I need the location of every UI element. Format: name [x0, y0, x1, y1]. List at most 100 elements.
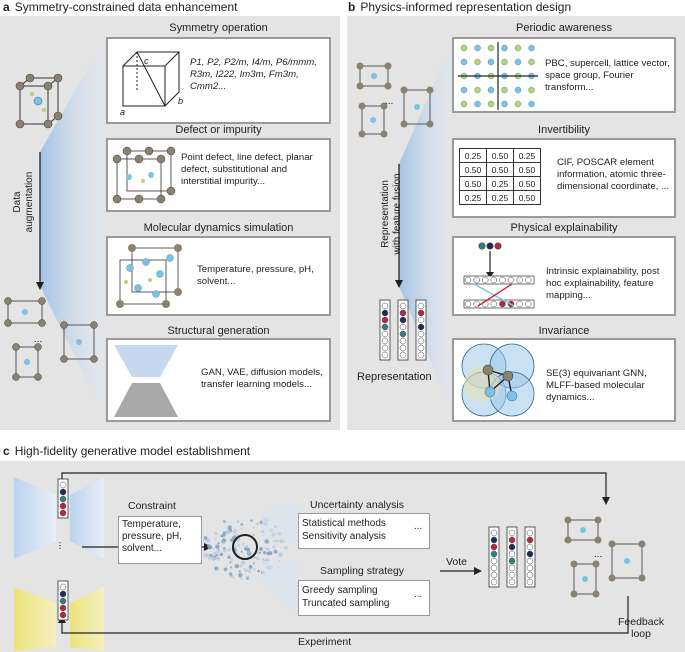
generative-model-icon [114, 345, 178, 417]
input-crystals-icon [356, 62, 434, 138]
sample-point [220, 534, 223, 538]
vector-node [59, 604, 67, 612]
sample-point [284, 545, 288, 550]
vector-node [417, 316, 425, 324]
sample-point [214, 537, 217, 540]
vector-node [59, 502, 67, 510]
panel-b-title: Physics-informed representation design [360, 0, 572, 14]
lattice-atom [460, 44, 468, 52]
explainability-network-icon [463, 242, 535, 309]
card-molecular-dynamics [106, 236, 331, 316]
vector-node [417, 344, 425, 352]
sample-point [272, 545, 276, 549]
panel-c-background [0, 461, 685, 652]
vector-node [490, 536, 498, 544]
panel-a-funnel [36, 40, 104, 414]
sample-point [273, 549, 278, 554]
sample-point [264, 547, 267, 550]
coordinates-cell: 0.50 [513, 162, 541, 177]
vector-node [399, 302, 407, 310]
card-defect-impurity [106, 138, 331, 212]
lattice-atom [487, 100, 495, 108]
card-defect-title: Defect or impurity [175, 124, 262, 136]
nn-node [524, 300, 532, 308]
vector-node [417, 323, 425, 331]
card-explainability-title: Physical explainability [510, 222, 618, 234]
lattice-atom [528, 58, 535, 66]
vector-node [59, 495, 67, 503]
sample-point [206, 537, 211, 543]
sample-point [229, 566, 233, 569]
card-invariance-text: SE(3) equivariant GNN, MLFF-based molecu… [546, 368, 647, 403]
vector-node [490, 557, 498, 565]
vector-node [381, 323, 389, 331]
card-generation-text: GAN, VAE, diffusion models, transfer lea… [201, 367, 323, 390]
vector-node [399, 337, 407, 345]
sample-point [251, 533, 255, 537]
card-md-title: Molecular dynamics simulation [143, 222, 294, 234]
defect-crystal-icon [112, 146, 176, 204]
sample-point [240, 550, 243, 553]
sample-point [203, 552, 208, 558]
vector-node [526, 571, 534, 579]
lattice-atom [528, 100, 535, 108]
nn-node [464, 300, 472, 308]
sample-point [253, 556, 257, 560]
lattice-atom [460, 86, 468, 94]
nn-node [490, 300, 498, 308]
card-symmetry-title: Symmetry operation [169, 22, 268, 34]
nn-node [499, 300, 506, 308]
sample-point [222, 548, 227, 553]
lattice-atom [474, 58, 481, 66]
sample-point [211, 556, 216, 561]
sample-point [242, 542, 245, 545]
panel-c-funnel-ellipsis: ... [56, 541, 68, 550]
sample-point [234, 563, 240, 569]
sample-point [257, 569, 260, 573]
vector-node [526, 529, 534, 537]
sample-point [262, 551, 267, 555]
lattice-atom [528, 86, 535, 94]
sample-point [229, 561, 232, 564]
invariance-spheres-icon [461, 343, 535, 417]
crystal-structure-icon [15, 73, 63, 129]
nn-node [507, 276, 515, 284]
lattice-atom [514, 44, 522, 52]
card-defect-text: Point defect, line defect, planar defect… [181, 152, 313, 187]
card-periodic-title: Periodic awareness [516, 22, 612, 34]
nn-node [490, 276, 498, 284]
sample-point [215, 554, 218, 557]
uncertainty-ellipsis: ... [414, 521, 423, 532]
nn-node [499, 276, 506, 284]
sample-point [278, 552, 283, 558]
sampling-ellipsis: ... [414, 589, 423, 600]
sample-point [266, 551, 270, 555]
axis-c-label: c [144, 56, 149, 66]
panel-c-flow [14, 472, 629, 651]
sample-point [252, 526, 255, 529]
vector-node [526, 543, 534, 551]
card-symmetry-text: P1, P2, P2/m, I4/m, P6/mmm, R3m, I222, I… [190, 57, 317, 92]
vector-node [508, 550, 516, 558]
vector-node [417, 337, 425, 345]
card-invertibility-text: CIF, POSCAR element information, atomic … [557, 157, 669, 192]
lattice-atom [514, 100, 522, 108]
vector-node [59, 611, 67, 619]
panel-b-ellipsis: ... [385, 96, 394, 107]
uncertainty-title: Uncertainty analysis [310, 499, 404, 511]
lattice-atom [474, 100, 481, 108]
sample-point [203, 536, 208, 540]
coordinates-cell: 0.25 [513, 148, 541, 163]
sample-point [256, 521, 260, 526]
coordinates-cell: 0.25 [459, 190, 487, 205]
panel-b-funnel [395, 40, 453, 414]
nn-layer [463, 299, 535, 309]
axis-a-label: a [120, 107, 126, 117]
vector-node [399, 344, 407, 352]
nn-node [473, 276, 480, 284]
coordinates-cell: 0.50 [459, 176, 487, 191]
